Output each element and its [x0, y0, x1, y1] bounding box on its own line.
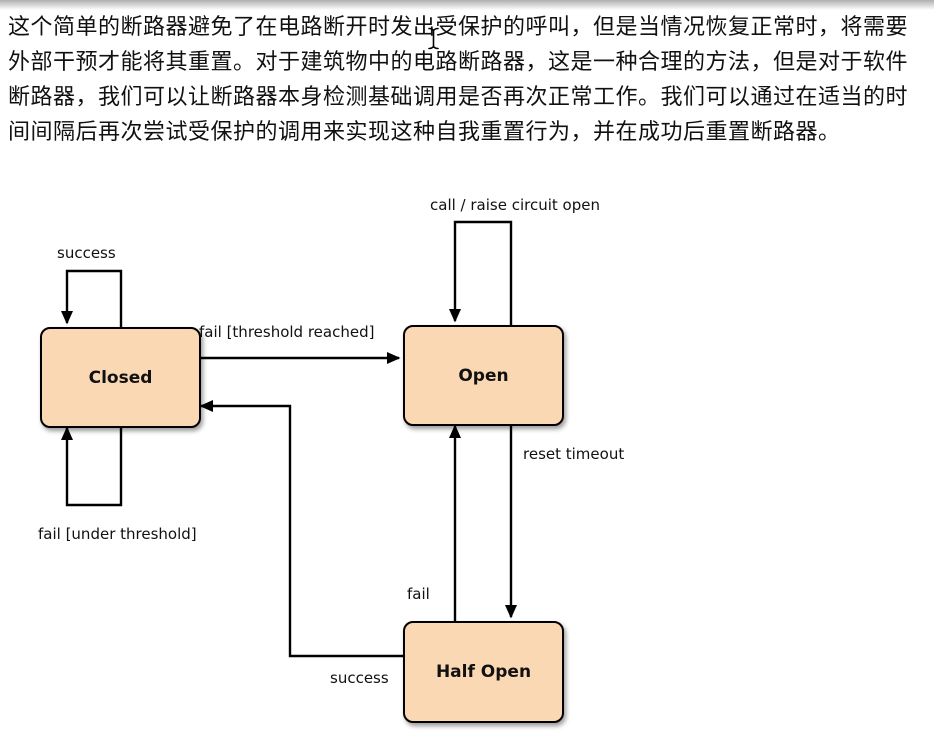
label-fail: fail: [407, 585, 430, 603]
arrow-closed-success-loop: [61, 269, 123, 327]
state-open: Open: [403, 325, 564, 426]
label-fail-under-threshold: fail [under threshold]: [38, 525, 197, 543]
state-closed: Closed: [40, 327, 201, 428]
paragraph-line: 断路器，我们可以让断路器本身检测基础调用是否再次正常工作。我们可以通过在适当的时: [8, 85, 909, 110]
label-success-loop: success: [57, 244, 116, 262]
label-reset-timeout: reset timeout: [523, 445, 625, 463]
state-open-label: Open: [458, 365, 509, 386]
arrow-open-call-loop: [449, 220, 513, 325]
arrow-closed-fail-under-loop: [61, 424, 123, 507]
label-call-raise-circuit-open: call / raise circuit open: [430, 196, 600, 214]
label-success: success: [330, 669, 389, 687]
state-half-open: Half Open: [403, 621, 564, 723]
text-cursor-icon: [427, 27, 440, 50]
state-closed-label: Closed: [88, 367, 153, 388]
label-fail-threshold-reached: fail [threshold reached]: [199, 323, 375, 341]
arrow-halfopen-to-closed: [199, 400, 403, 658]
paragraph-line: 间间隔后再次尝试受保护的调用来实现这种自我重置行为，并在成功后重置断路器。: [8, 120, 841, 145]
paragraph: 这个简单的断路器避免了在电路断开时发出受保护的呼叫，但是当情况恢复正常时，将需要…: [8, 10, 930, 150]
paragraph-line: 这个简单的断路器避免了在电路断开时发出受保护的呼叫，但是当情况恢复正常时，将需要: [8, 15, 909, 40]
paragraph-line: 外部干预才能将其重置。对于建筑物中的电路断路器，这是一种合理的方法，但是对于软件: [8, 50, 909, 75]
state-half-open-label: Half Open: [435, 662, 532, 682]
